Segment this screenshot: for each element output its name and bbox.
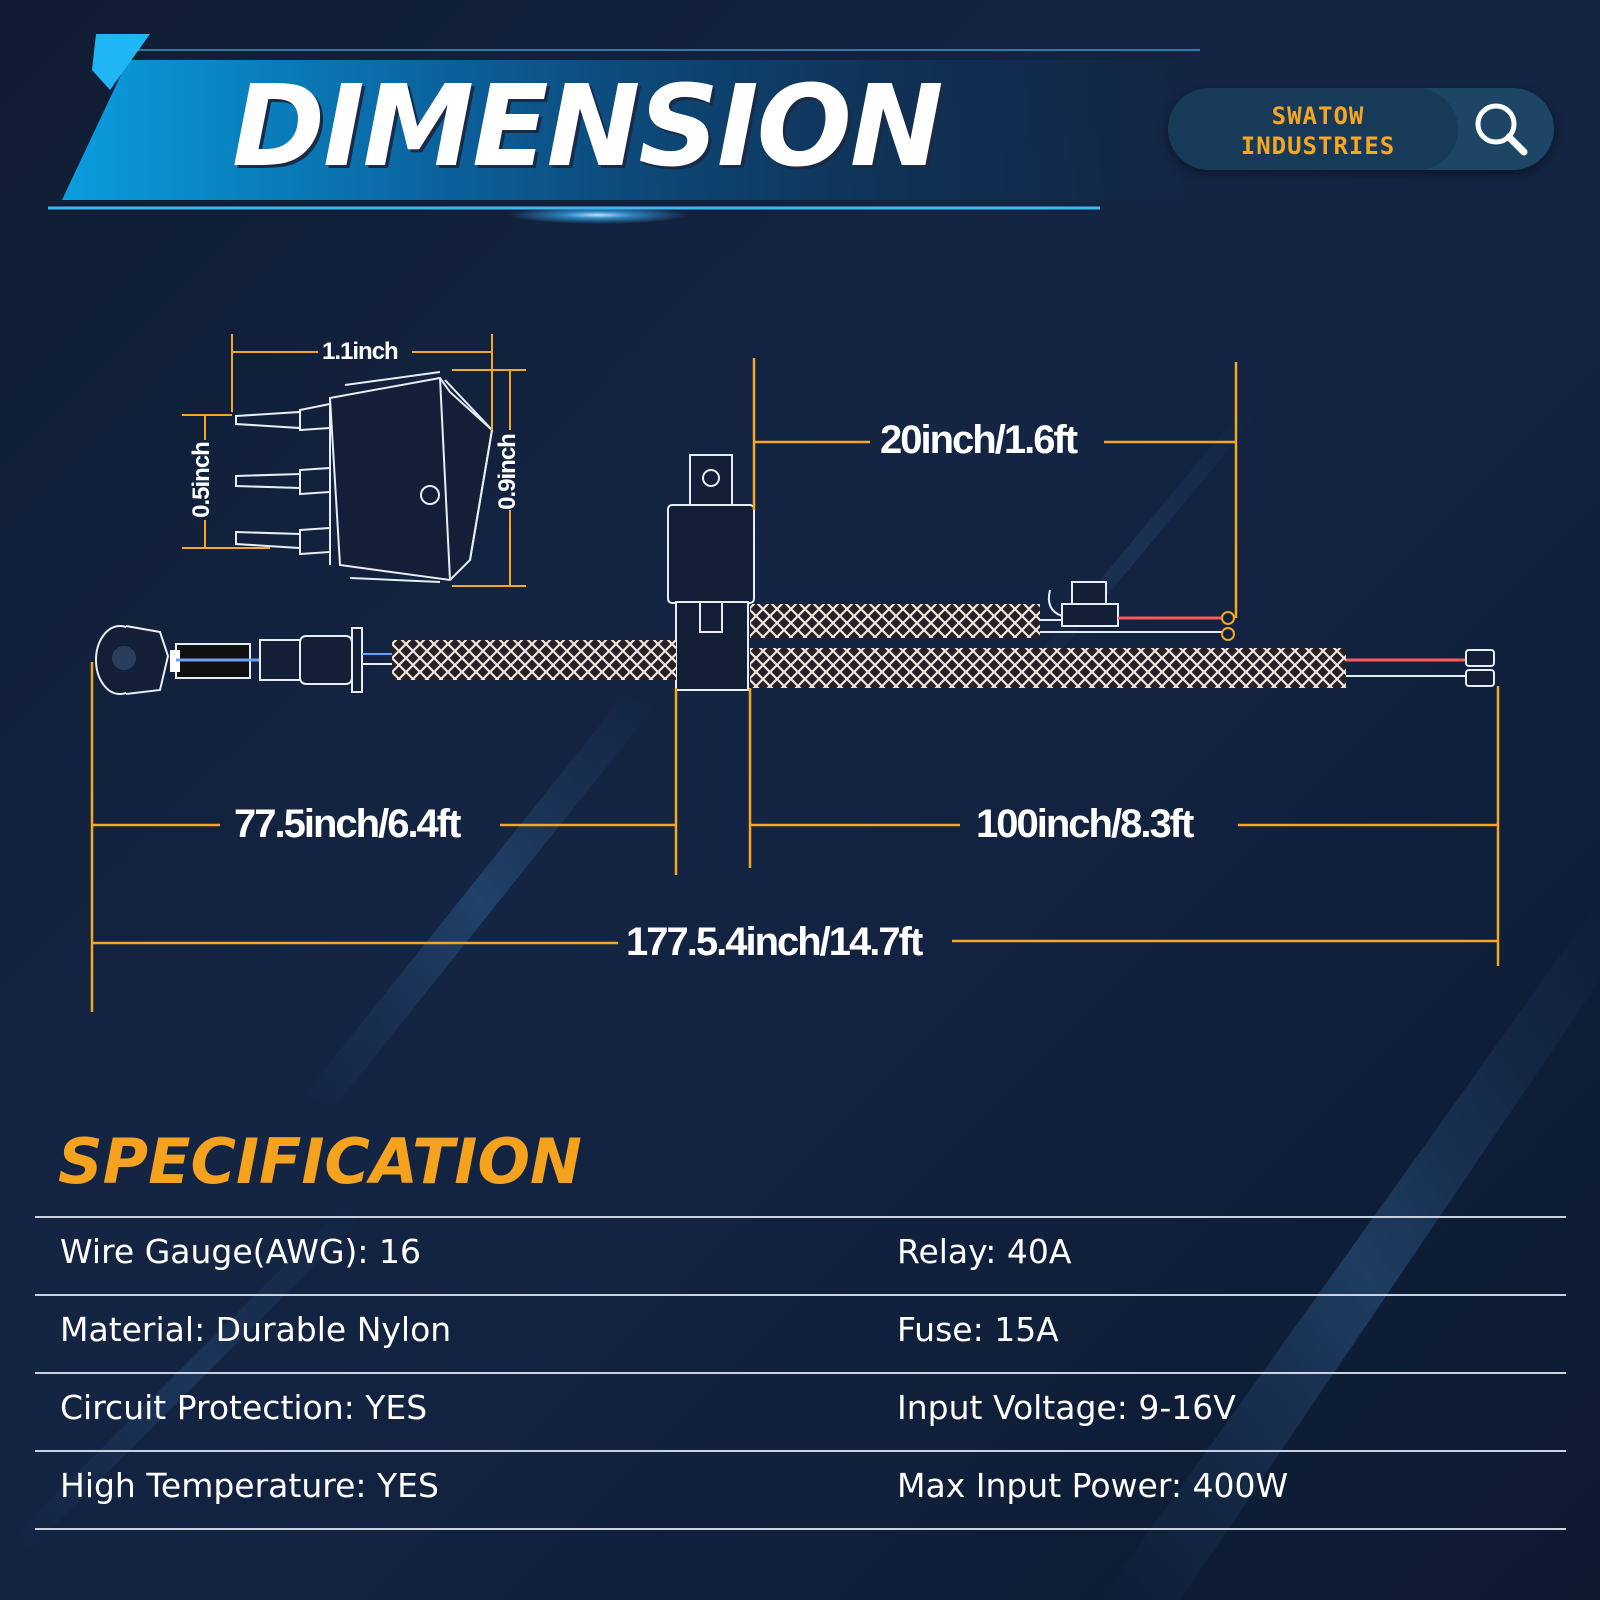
spec-relay: Relay: 40A xyxy=(897,1232,1072,1271)
banner-shape xyxy=(48,34,1200,224)
fuse-lead-length: 20inch/1.6ft xyxy=(880,418,1078,462)
spec-max-input-power: Max Input Power: 400W xyxy=(897,1466,1289,1505)
left-sleeve xyxy=(392,640,676,680)
spec-high-temperature: High Temperature: YES xyxy=(60,1466,439,1505)
battery-lead-length: 100inch/8.3ft xyxy=(976,802,1194,846)
spec-wire-gauge: Wire Gauge(AWG): 16 xyxy=(60,1232,421,1271)
brand-name-line2: INDUSTRIES xyxy=(1240,132,1396,160)
fuse-holder xyxy=(1040,581,1235,641)
spec-title: SPECIFICATION xyxy=(58,1125,582,1198)
spec-table: Wire Gauge(AWG): 16 Relay: 40A Material:… xyxy=(35,1216,1566,1530)
spec-input-voltage: Input Voltage: 9-16V xyxy=(897,1388,1236,1427)
battery-sleeve xyxy=(750,648,1346,688)
search-icon[interactable] xyxy=(1468,96,1534,162)
relay xyxy=(667,454,755,691)
brand-logo-area xyxy=(1168,88,1458,170)
page-title: DIMENSION xyxy=(232,62,944,192)
switch-height-label: 0.9inch xyxy=(494,434,521,510)
total-length: 177.5.4inch/14.7ft xyxy=(626,920,923,964)
cable-dimension-lines xyxy=(90,358,1500,1012)
round-switch-connector xyxy=(95,625,392,695)
battery-terminals xyxy=(1346,649,1495,687)
spec-fuse: Fuse: 15A xyxy=(897,1310,1059,1349)
rocker-switch xyxy=(235,371,494,583)
diagram-drawing xyxy=(90,334,1500,1012)
spec-row: High Temperature: YES Max Input Power: 4… xyxy=(35,1450,1566,1530)
header-banner: DIMENSION xyxy=(0,0,1600,240)
fuse-sleeve xyxy=(750,604,1040,638)
spec-row: Material: Durable Nylon Fuse: 15A xyxy=(35,1294,1566,1372)
spec-row: Circuit Protection: YES Input Voltage: 9… xyxy=(35,1372,1566,1450)
wiring-diagram: 1.1inch 0.5inch 0.9inch 20inch/1.6ft 77.… xyxy=(90,334,1500,1012)
switch-width-label: 1.1inch xyxy=(322,338,399,365)
switch-lead-length: 77.5inch/6.4ft xyxy=(234,802,461,846)
spec-material: Material: Durable Nylon xyxy=(60,1310,452,1349)
spec-row: Wire Gauge(AWG): 16 Relay: 40A xyxy=(35,1216,1566,1294)
switch-dimension-lines xyxy=(182,334,526,587)
spec-circuit-protection: Circuit Protection: YES xyxy=(60,1388,428,1427)
brand-badge[interactable]: SWATOW INDUSTRIES xyxy=(1168,88,1554,170)
switch-pin-height-label: 0.5inch xyxy=(188,442,215,518)
brand-name-line1: SWATOW xyxy=(1271,102,1365,130)
